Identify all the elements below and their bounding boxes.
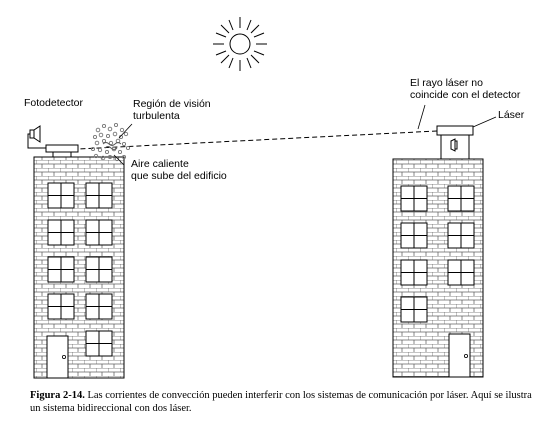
right-building-door (448, 333, 471, 378)
laser-device (436, 125, 474, 159)
left-building (33, 156, 125, 379)
laser-label: Láser (498, 109, 525, 121)
mismatch-label-line1: El rayo láser no (410, 77, 483, 89)
figure-reference: Figura 2-14. (30, 390, 85, 401)
figure-caption: Figura 2-14. Las corrientes de convecció… (30, 389, 542, 415)
turbulence-label-line1: Región de visión (133, 98, 211, 110)
mismatch-leader (417, 104, 426, 130)
turbulence-region (90, 122, 131, 162)
photodetector-device (27, 125, 79, 157)
laser-beam (77, 130, 438, 150)
turbulence-leader (118, 123, 133, 139)
turbulence-label-line2: turbulenta (133, 110, 180, 122)
hot-air-label-line2: que sube del edificio (131, 170, 227, 182)
photodetector-label: Fotodetector (24, 97, 83, 109)
mismatch-label-line2: coincide con el detector (410, 89, 521, 101)
sun-icon (213, 17, 267, 71)
right-building (392, 158, 484, 378)
hot-air-label-line1: Aire caliente (131, 158, 189, 170)
left-building-windows (47, 182, 113, 357)
left-building-door (46, 335, 69, 379)
door-knob-icon (62, 354, 67, 359)
right-building-windows (400, 185, 475, 323)
laser-leader (472, 116, 497, 128)
hot-air-leader (113, 154, 125, 166)
caption-text: Las corrientes de convección pueden inte… (30, 390, 532, 414)
